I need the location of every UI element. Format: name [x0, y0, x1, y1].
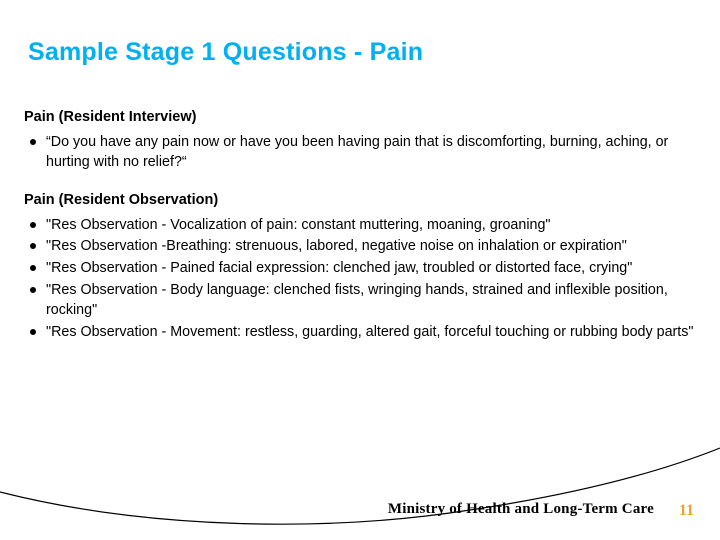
- bullet-dot-icon: [30, 138, 36, 145]
- list-item: "Res Observation - Pained facial express…: [24, 258, 696, 279]
- page-number: 11: [678, 502, 694, 519]
- decorative-curve-graphic: [0, 447, 720, 525]
- bullet-text: "Res Observation - Movement: restless, g…: [46, 324, 694, 341]
- bullet-text: "Res Observation - Body language: clench…: [46, 281, 668, 319]
- slide-body: Pain (Resident Interview) “Do you have a…: [24, 108, 696, 344]
- list-item: "Res Observation -Breathing: strenuous, …: [24, 236, 696, 257]
- section-heading-resident-interview: Pain (Resident Interview): [24, 109, 197, 125]
- section-heading-resident-observation: Pain (Resident Observation): [24, 192, 219, 208]
- list-item: "Res Observation - Movement: restless, g…: [24, 322, 696, 343]
- bullet-text: “Do you have any pain now or have you be…: [46, 133, 669, 171]
- bullet-dot-icon: [30, 265, 36, 271]
- bullet-dot-icon: [30, 286, 36, 293]
- bullet-text: "Res Observation -Breathing: strenuous, …: [46, 238, 627, 255]
- list-item: "Res Observation - Vocalization of pain:…: [24, 215, 696, 236]
- bullet-dot-icon: [30, 243, 36, 250]
- bullet-text: "Res Observation - Vocalization of pain:…: [46, 216, 551, 233]
- bullet-list-resident-interview: “Do you have any pain now or have you be…: [24, 132, 696, 173]
- bullet-dot-icon: [30, 329, 36, 336]
- bullet-text: "Res Observation - Pained facial express…: [46, 260, 633, 276]
- bullet-list-resident-observation: "Res Observation - Vocalization of pain:…: [24, 215, 696, 343]
- footer-organization: Ministry of Health and Long-Term Care: [387, 501, 654, 517]
- page-title: Sample Stage 1 Questions - Pain: [28, 38, 424, 66]
- bullet-dot-icon: [30, 221, 36, 228]
- list-item: “Do you have any pain now or have you be…: [24, 132, 696, 173]
- list-item: "Res Observation - Body language: clench…: [24, 280, 696, 321]
